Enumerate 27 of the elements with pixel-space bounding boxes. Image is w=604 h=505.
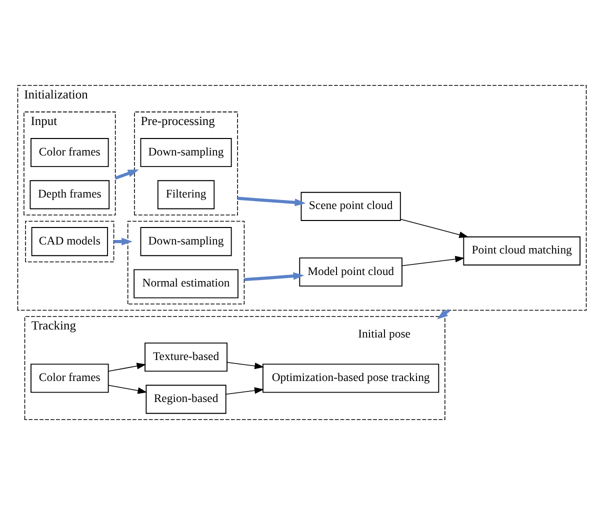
node-box: Down-sampling	[140, 138, 232, 168]
cluster	[127, 220, 245, 304]
arrow	[226, 362, 264, 370]
arrow	[400, 218, 469, 238]
arrow	[114, 238, 133, 246]
edge-label: Initial pose	[358, 328, 410, 341]
node-box: Depth frames	[30, 180, 110, 210]
arrow	[114, 170, 139, 180]
node-box: CAD models	[31, 227, 108, 256]
node-box: Optimization-based pose tracking	[262, 364, 440, 393]
arrow	[402, 256, 465, 266]
node-box: Point cloud matching	[463, 236, 580, 266]
node-box: Region-based	[146, 384, 226, 414]
node-box: Scene point cloud	[300, 192, 401, 221]
arrow	[226, 387, 264, 395]
node-box: Filtering	[157, 180, 215, 210]
arrow	[244, 272, 304, 282]
arrow	[237, 196, 306, 206]
arrow	[108, 362, 146, 372]
arrow	[108, 384, 148, 394]
node-box: Model point cloud	[299, 258, 402, 287]
cluster	[25, 220, 114, 262]
node-box: Color frames	[30, 138, 109, 168]
node-box: Texture-based	[144, 342, 228, 372]
node-box: Normal estimation	[134, 269, 238, 298]
node-box: Color frames	[30, 364, 109, 393]
node-box: Down-sampling	[140, 227, 232, 256]
